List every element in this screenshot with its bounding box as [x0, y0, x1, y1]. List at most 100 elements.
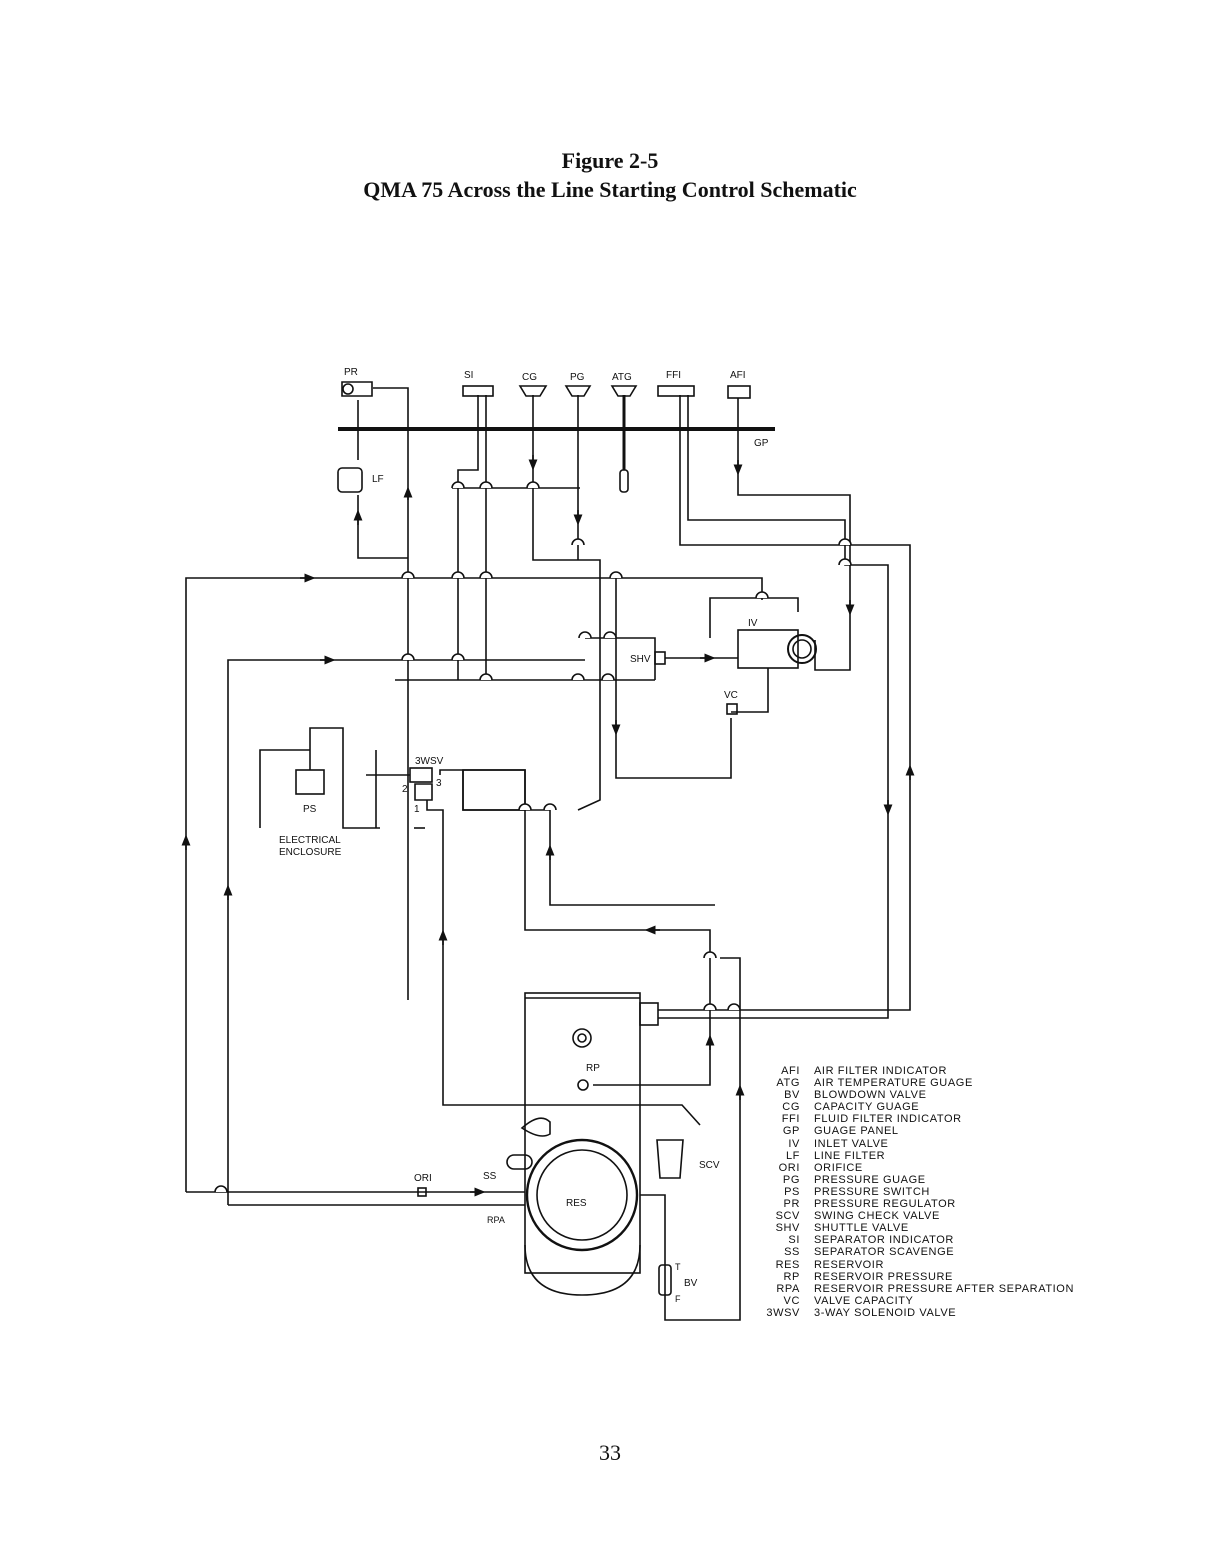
legend-desc: LINE FILTER: [814, 1149, 886, 1162]
label-ffi: FFI: [666, 370, 681, 381]
legend-desc: AIR TEMPERATURE GUAGE: [814, 1077, 973, 1090]
hop-22: [479, 481, 493, 489]
tank-outlet: [639, 1002, 659, 1026]
label-enclosure-2: ENCLOSURE: [279, 847, 342, 858]
scv-body: [656, 1139, 684, 1179]
figure-title: Figure 2-5: [561, 148, 659, 173]
atg-body: [610, 385, 638, 397]
three-wsv-target-box: [462, 769, 526, 811]
label-bv: BV: [684, 1278, 698, 1289]
legend-desc: PRESSURE GUAGE: [814, 1173, 926, 1186]
three-wsv-body: [409, 767, 433, 783]
label-port-2: 2: [402, 784, 408, 795]
label-pg: PG: [570, 372, 585, 383]
pr-knob: [342, 383, 354, 395]
hop-12: [755, 591, 769, 599]
label-ps: PS: [303, 804, 317, 815]
legend-desc: RESERVOIR PRESSURE: [814, 1270, 953, 1283]
label-scv: SCV: [699, 1160, 720, 1171]
hop-9: [601, 673, 615, 681]
reservoir-circle: [525, 1138, 639, 1252]
shv-body: [654, 651, 666, 665]
legend-abbr: SCV: [775, 1210, 800, 1223]
label-afi: AFI: [730, 370, 746, 381]
legend-desc: INLET VALVE: [814, 1137, 889, 1150]
legend-desc: 3-WAY SOLENOID VALVE: [814, 1306, 957, 1319]
label-shv: SHV: [630, 654, 651, 665]
line-vc-down: [615, 575, 732, 779]
label-gp: GP: [754, 438, 769, 449]
reservoir-inner-circle: [536, 1149, 628, 1241]
label-cg: CG: [522, 372, 537, 383]
line-ps-frame: [259, 749, 310, 828]
label-atg: ATG: [612, 372, 632, 383]
pr-body: [341, 381, 373, 397]
figure-subtitle: QMA 75 Across the Line Starting Control …: [363, 177, 857, 202]
line-iv-upper: [709, 597, 799, 638]
line-pr-out: [373, 387, 409, 1000]
label-rpa: RPA: [487, 1215, 505, 1225]
label-port-1: 1: [414, 804, 420, 815]
legend-desc: AIR FILTER INDICATOR: [814, 1065, 948, 1077]
legend-desc: RESERVOIR: [814, 1258, 884, 1271]
iv-disc: [787, 634, 817, 664]
legend-row: 3WSV 3-WAY SOLENOID VALVE: [760, 1307, 1074, 1319]
legend-desc: FLUID FILTER INDICATOR: [814, 1113, 962, 1126]
hop-18: [214, 1185, 228, 1193]
line-cg: [532, 395, 601, 811]
legend-desc: SEPARATOR INDICATOR: [814, 1234, 954, 1247]
tank-bottom: [524, 1244, 641, 1296]
legend-row: CG CAPACITY GUAGE: [760, 1101, 1074, 1113]
hop-5: [401, 653, 415, 661]
cg-body: [518, 385, 548, 397]
label-ori: ORI: [414, 1173, 432, 1184]
hop-6: [451, 653, 465, 661]
hop-24: [571, 538, 585, 546]
hop-21: [451, 481, 465, 489]
legend-abbr: ORI: [778, 1161, 800, 1174]
legend-abbr: RP: [783, 1270, 800, 1283]
legend-abbr: PG: [782, 1173, 800, 1186]
si-body: [462, 385, 494, 397]
line-left-loop: [185, 577, 763, 1192]
separator-tank: [524, 992, 641, 1274]
legend-desc: CAPACITY GUAGE: [814, 1101, 920, 1114]
legend-desc: PRESSURE SWITCH: [814, 1185, 930, 1198]
hop-2: [451, 571, 465, 579]
line-ffi-a: [679, 395, 911, 1011]
line-ffi-b: [687, 395, 889, 1019]
rp-port: [577, 1079, 589, 1091]
legend-abbr: RPA: [776, 1282, 800, 1295]
legend-desc: BLOWDOWN VALVE: [814, 1089, 927, 1102]
legend-abbr: 3WSV: [766, 1306, 800, 1319]
hop-23: [526, 481, 540, 489]
label-pr: PR: [344, 367, 358, 378]
afi-body: [727, 385, 751, 399]
legend-abbr: CG: [782, 1101, 800, 1114]
label-lf: LF: [372, 474, 384, 485]
line-vc: [731, 668, 769, 713]
legend-row: ORI ORIFICE: [760, 1162, 1074, 1174]
legend-abbr: IV: [788, 1137, 800, 1150]
legend-abbr: FFI: [781, 1113, 800, 1126]
legend-desc: ORIFICE: [814, 1161, 863, 1174]
legend-abbr: BV: [784, 1089, 800, 1102]
label-enclosure-1: ELECTRICAL: [279, 835, 341, 846]
legend-row: IV INLET VALVE: [760, 1138, 1074, 1150]
iv-disc-inner: [792, 639, 812, 659]
vc-body: [726, 703, 738, 715]
label-ss: SS: [483, 1171, 497, 1182]
label-bv-f: F: [675, 1294, 681, 1304]
legend-row: RP RESERVOIR PRESSURE: [760, 1271, 1074, 1283]
